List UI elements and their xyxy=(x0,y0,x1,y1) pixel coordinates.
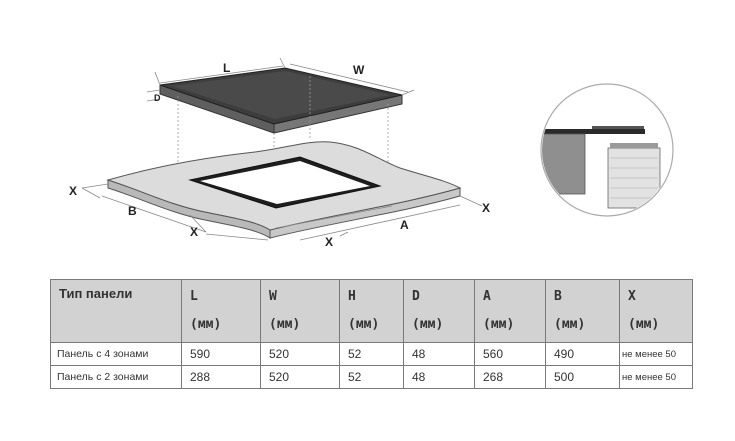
dimension-label-w: W xyxy=(353,63,365,77)
cooktop-panel xyxy=(159,67,403,134)
table-cell: 52 xyxy=(339,342,404,366)
header-d: D(мм) xyxy=(403,279,475,343)
dimension-label-x-bottom: X xyxy=(325,235,333,249)
table-row: Панель с 2 зонами 288 520 52 48 268 500 … xyxy=(50,365,693,389)
table-cell: 490 xyxy=(545,342,620,366)
table-cell: 500 xyxy=(545,365,620,389)
dimension-label-b: B xyxy=(128,204,137,218)
header-a: A(мм) xyxy=(474,279,546,343)
header-panel-type: Тип панели xyxy=(50,279,182,343)
dimension-label-a: A xyxy=(400,218,409,232)
table-cell: не менее 50 xyxy=(619,365,693,389)
dimension-lines xyxy=(81,57,483,241)
dimension-label-x-right: X xyxy=(482,201,490,215)
table-cell: не менее 50 xyxy=(619,342,693,366)
table-header-row: Тип панели L(мм) W(мм) H(мм) D(мм) A(мм)… xyxy=(50,279,693,343)
installation-diagram: L W D X B X X A X xyxy=(69,57,674,249)
dimension-label-d: D xyxy=(154,93,161,103)
table-cell: 288 xyxy=(181,365,261,389)
table-cell: Панель с 2 зонами xyxy=(50,365,182,389)
worktop xyxy=(106,141,462,239)
table-cell: 560 xyxy=(474,342,546,366)
table-cell: 520 xyxy=(260,365,340,389)
table-cell: 268 xyxy=(474,365,546,389)
edge-detail-callout xyxy=(540,83,674,217)
table-cell: Панель с 4 зонами xyxy=(50,342,182,366)
table-row: Панель с 4 зонами 590 520 52 48 560 490 … xyxy=(50,342,693,366)
header-h: H(мм) xyxy=(339,279,404,343)
header-b: B(мм) xyxy=(545,279,620,343)
header-l: L(мм) xyxy=(181,279,261,343)
dimension-labels: L W D X B X X A X xyxy=(69,61,490,249)
dimension-label-x-front: X xyxy=(190,225,198,239)
header-w: W(мм) xyxy=(260,279,340,343)
dimension-label-l: L xyxy=(223,61,230,75)
table-cell: 52 xyxy=(339,365,404,389)
table-cell: 590 xyxy=(181,342,261,366)
dimension-label-x-left: X xyxy=(69,184,77,198)
specifications-table: Тип панели L(мм) W(мм) H(мм) D(мм) A(мм)… xyxy=(50,279,693,389)
table-cell: 520 xyxy=(260,342,340,366)
table-cell: 48 xyxy=(403,342,475,366)
header-x: X(мм) xyxy=(619,279,693,343)
table-cell: 48 xyxy=(403,365,475,389)
